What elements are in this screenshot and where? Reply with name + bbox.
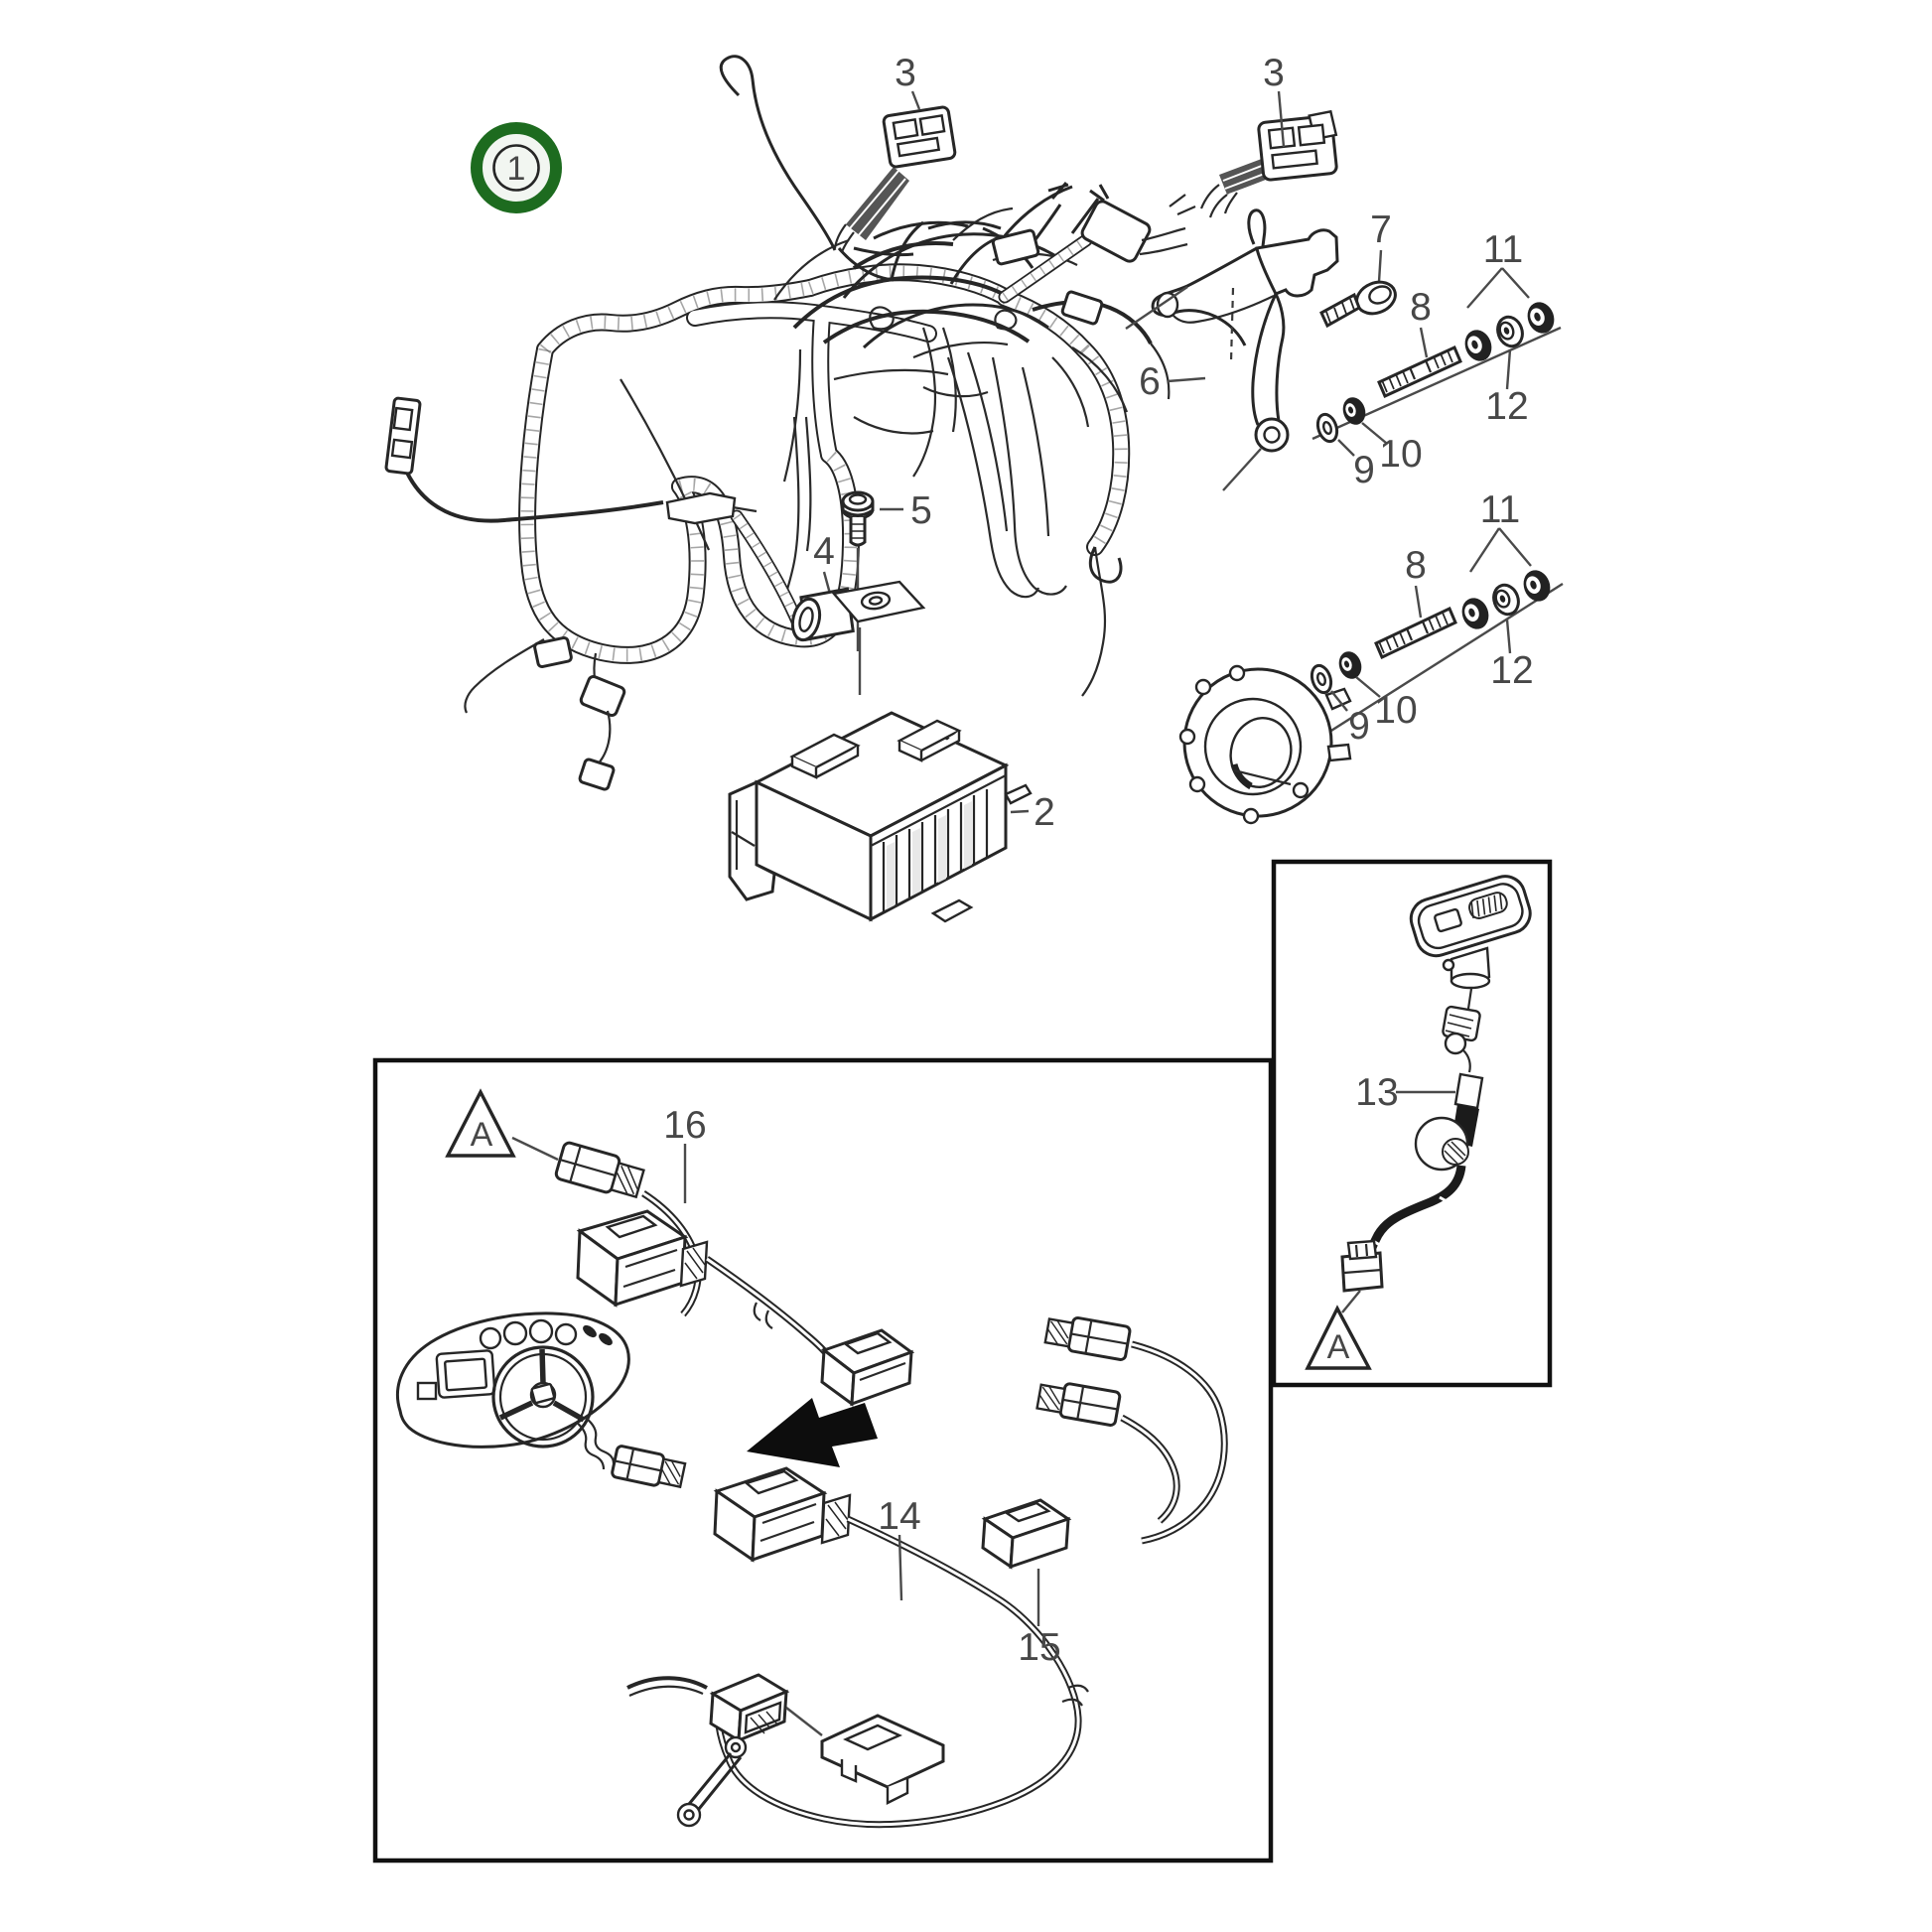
svg-text:13: 13 bbox=[1355, 1071, 1398, 1114]
svg-text:14: 14 bbox=[878, 1495, 920, 1538]
svg-text:16: 16 bbox=[663, 1104, 706, 1147]
svg-text:3: 3 bbox=[1263, 52, 1285, 94]
svg-text:10: 10 bbox=[1374, 689, 1417, 732]
svg-text:1: 1 bbox=[507, 150, 526, 188]
svg-text:12: 12 bbox=[1485, 385, 1528, 428]
svg-text:7: 7 bbox=[1370, 208, 1392, 251]
svg-text:12: 12 bbox=[1490, 649, 1533, 692]
svg-text:2: 2 bbox=[1034, 791, 1055, 834]
svg-text:8: 8 bbox=[1405, 544, 1427, 587]
svg-text:10: 10 bbox=[1379, 433, 1422, 476]
svg-text:8: 8 bbox=[1410, 286, 1432, 329]
svg-text:5: 5 bbox=[910, 489, 932, 532]
svg-text:9: 9 bbox=[1353, 449, 1375, 491]
svg-text:3: 3 bbox=[895, 52, 916, 94]
svg-text:A: A bbox=[471, 1116, 493, 1154]
svg-text:4: 4 bbox=[813, 530, 835, 573]
svg-text:11: 11 bbox=[1483, 228, 1524, 271]
svg-text:11: 11 bbox=[1480, 488, 1521, 531]
svg-text:6: 6 bbox=[1139, 360, 1161, 403]
svg-text:A: A bbox=[1327, 1328, 1350, 1366]
svg-text:15: 15 bbox=[1018, 1626, 1060, 1669]
svg-text:9: 9 bbox=[1348, 705, 1370, 748]
